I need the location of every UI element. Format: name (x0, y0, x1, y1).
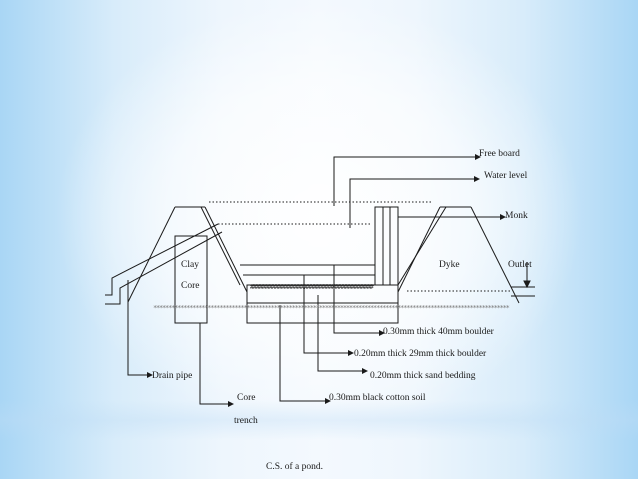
drain-pipe (105, 223, 223, 305)
pond-bed (240, 264, 399, 324)
label-outlet: Outlet (508, 260, 532, 270)
label-monk: Monk (505, 211, 528, 221)
label-free-board: Free board (479, 149, 520, 159)
label-core: Core (181, 281, 200, 291)
left-dyke (127, 206, 248, 303)
level-lines (209, 201, 511, 292)
label-drain-pipe: Drain pipe (152, 371, 193, 381)
label-core-trench-line1: Core (237, 393, 256, 403)
label-dyke: Dyke (439, 260, 460, 270)
label-layer-black-cotton-soil: 0.30mm black cotton soil (329, 393, 426, 403)
right-dyke (397, 206, 520, 304)
outlet-pipe (511, 262, 535, 297)
clay-core (174, 235, 208, 324)
background-band (0, 400, 638, 440)
diagram-caption: C.S. of a pond. (266, 462, 323, 472)
boulder-hatch-row: ########################################… (250, 284, 374, 291)
label-layer-29mm-boulder: 0.20mm thick 29mm thick boulder (354, 349, 487, 359)
monk-structure (374, 206, 399, 286)
arrowheads (147, 154, 506, 407)
label-water-level: Water level (484, 171, 528, 181)
label-layer-sand-bedding: 0.20mm thick sand bedding (370, 371, 476, 381)
label-clay: Clay (181, 260, 199, 270)
label-core-trench-line2: trench (234, 416, 258, 426)
leader-lines (127, 156, 500, 405)
asterisk-ground-line: ****************************************… (153, 305, 510, 312)
label-layer-40mm-boulder: 0.30mm thick 40mm boulder (383, 327, 494, 337)
